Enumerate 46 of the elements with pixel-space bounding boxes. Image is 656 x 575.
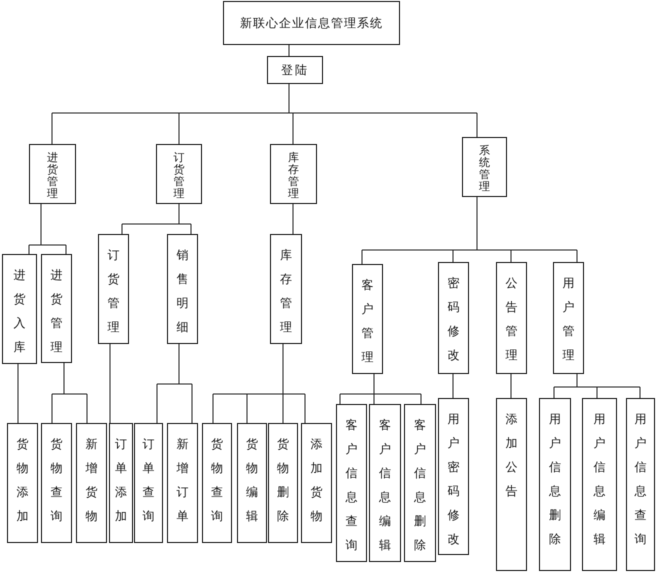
process-box: 登陆 — [267, 56, 323, 84]
process-box: 库存管理 — [270, 234, 302, 344]
connector-line — [122, 204, 192, 234]
connector-line — [510, 374, 512, 398]
connector-line — [52, 362, 88, 424]
connector-line — [212, 344, 306, 424]
connector-line — [288, 44, 290, 56]
connector-line — [156, 344, 192, 424]
process-box: 新增货物 — [76, 423, 107, 543]
process-box: 用户密码修改 — [438, 398, 469, 555]
process-box: 用户管理 — [553, 262, 584, 374]
process-box: 客户信息查询 — [336, 404, 367, 562]
process-box: 客户信息删除 — [404, 404, 436, 562]
connector-line — [554, 374, 640, 398]
process-box: 货物查询 — [202, 423, 232, 543]
process-box: 系统管理 — [462, 137, 507, 197]
connector-line — [52, 84, 478, 144]
process-box: 进货管理 — [29, 144, 76, 204]
title-box: 新联心企业信息管理系统 — [223, 1, 400, 45]
process-box: 用户信息编辑 — [582, 398, 617, 571]
process-box: 进货入库 — [2, 254, 37, 364]
process-box: 客户信息编辑 — [369, 404, 401, 562]
process-box: 订货管理 — [98, 234, 129, 344]
process-box: 货物添加 — [7, 423, 38, 543]
process-box: 密码修改 — [438, 262, 469, 374]
connector-line — [28, 204, 66, 254]
process-box: 销售明细 — [167, 234, 198, 344]
connector-line — [452, 374, 454, 398]
process-box: 客户管理 — [352, 264, 383, 374]
process-box: 添加公告 — [496, 398, 527, 571]
process-box: 订货管理 — [156, 144, 202, 204]
process-box: 货物编辑 — [237, 423, 267, 543]
connector-line — [340, 374, 422, 404]
process-box: 添加货物 — [301, 423, 332, 543]
process-box: 用户信息删除 — [539, 398, 571, 571]
process-box: 订单查询 — [134, 423, 163, 543]
process-box: 货物查询 — [41, 423, 72, 543]
connector-line — [362, 196, 578, 264]
process-box: 订单添加 — [109, 423, 133, 543]
process-box: 货物删除 — [268, 423, 298, 543]
process-box: 用户信息查询 — [626, 398, 655, 571]
process-box: 库存管理 — [270, 144, 317, 204]
process-box: 新增订单 — [167, 423, 198, 543]
process-box: 进货管理 — [41, 254, 72, 363]
process-box: 公告管理 — [496, 262, 527, 374]
connector-line — [292, 204, 294, 234]
